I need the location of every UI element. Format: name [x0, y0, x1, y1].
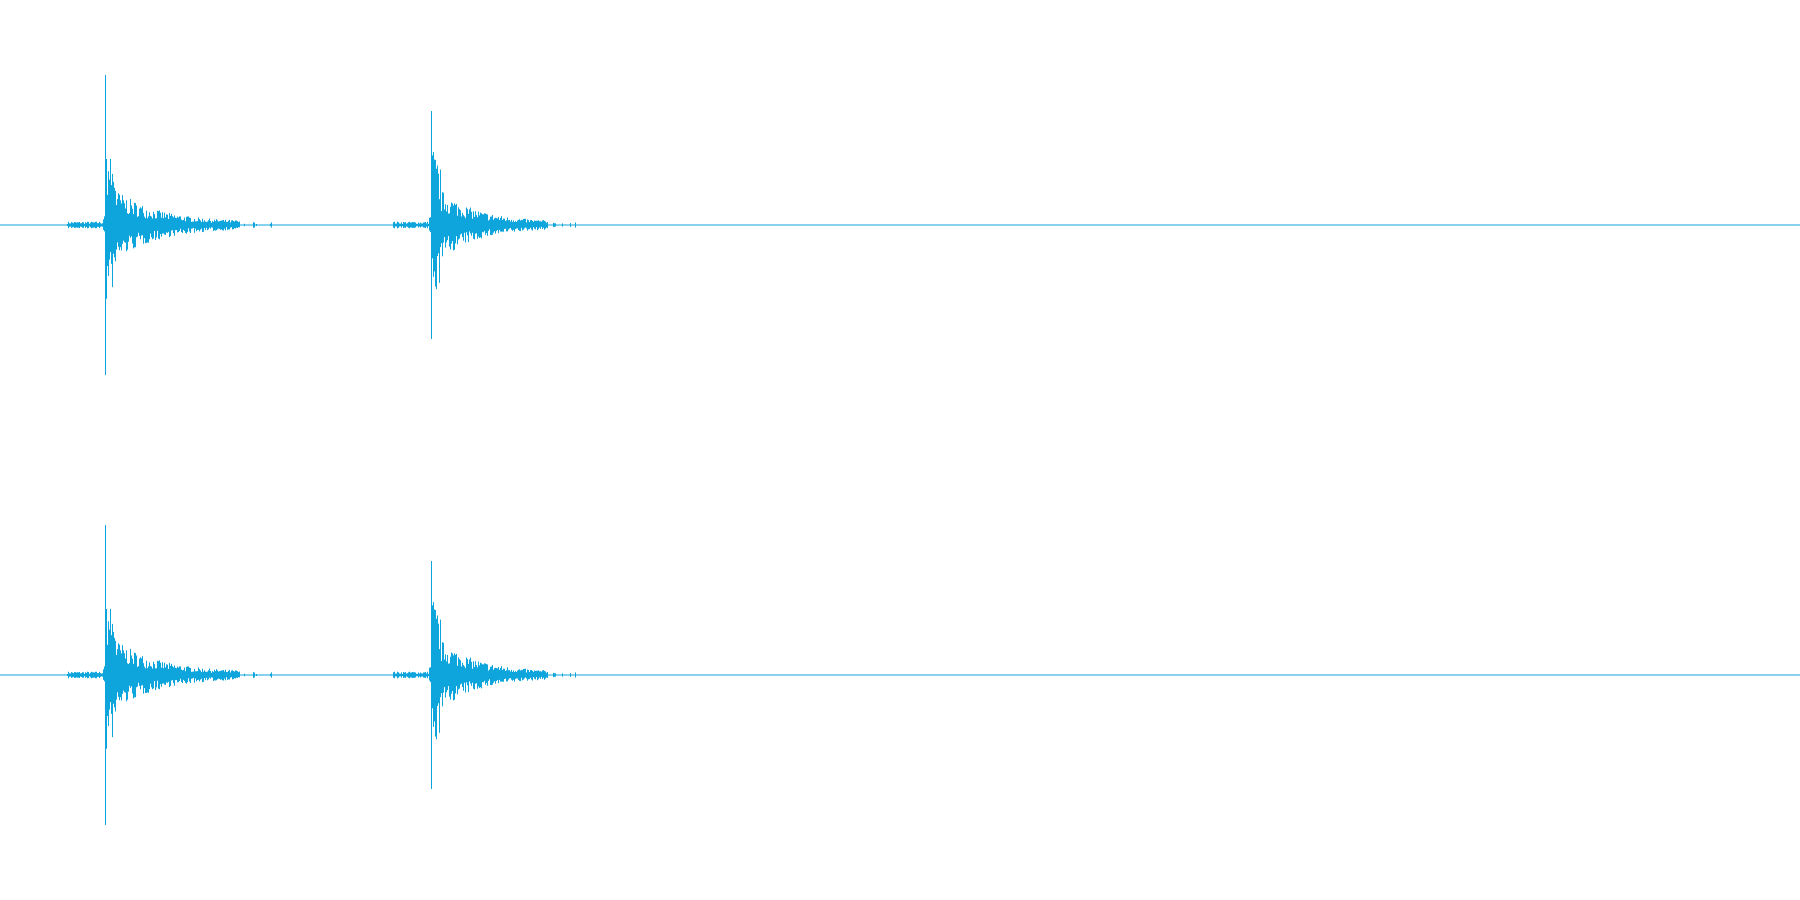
channel-left — [0, 75, 1800, 375]
waveform-trace — [393, 111, 576, 339]
channel-right — [0, 525, 1800, 825]
waveform-trace — [393, 561, 576, 789]
waveform-burst — [393, 111, 576, 339]
waveform-trace — [67, 75, 272, 375]
waveform-trace — [67, 525, 272, 825]
waveform-burst — [393, 561, 576, 789]
waveform-burst — [67, 525, 272, 825]
waveform-burst — [67, 75, 272, 375]
